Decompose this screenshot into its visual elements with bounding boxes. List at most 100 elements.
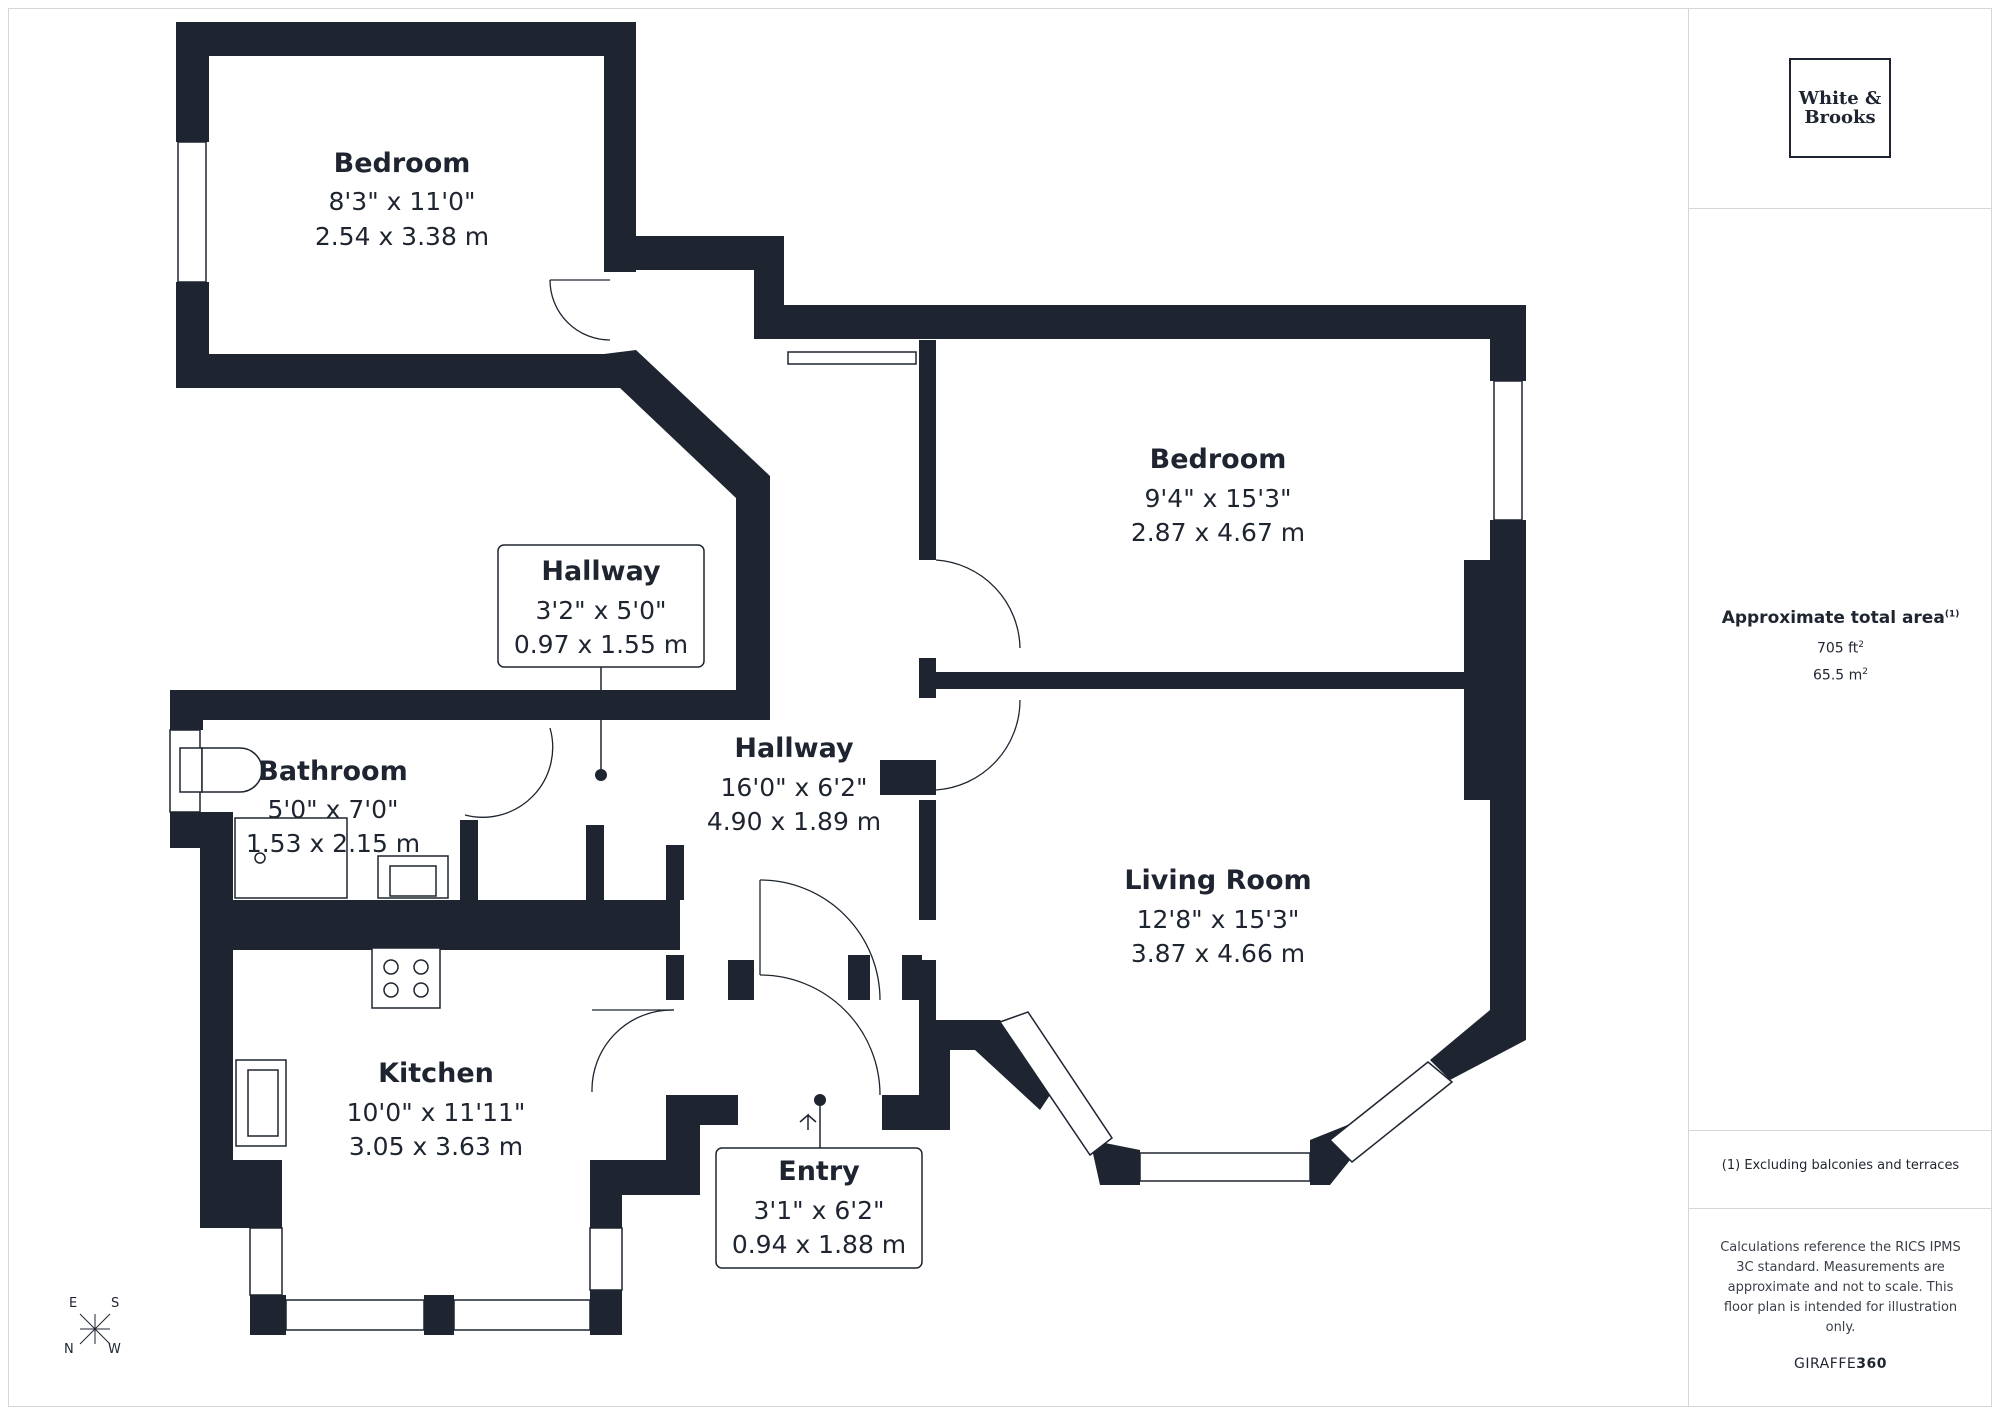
room-imperial: 12'8" x 15'3"	[1137, 905, 1300, 934]
wall	[754, 305, 1526, 339]
hob-icon	[371, 947, 441, 1009]
area-ft-sup: 2	[1858, 640, 1865, 650]
wall	[170, 690, 770, 720]
divider	[1689, 208, 1992, 209]
door-swing	[935, 699, 1021, 791]
room-name: Bathroom	[258, 756, 407, 787]
wall	[666, 955, 684, 1000]
doors	[464, 279, 1021, 1096]
brand-suffix: 360	[1856, 1356, 1887, 1372]
area-m-value: 65.5 m	[1813, 667, 1863, 684]
wall	[1090, 1140, 1140, 1185]
room-entry: Entry 3'1" x 6'2" 0.94 x 1.88 m	[732, 1156, 906, 1259]
room-imperial: 16'0" x 6'2"	[721, 773, 868, 802]
room-imperial: 10'0" x 11'11"	[347, 1098, 526, 1127]
kitchen-sink-bowl	[247, 1069, 279, 1137]
room-imperial: 5'0" x 7'0"	[267, 795, 398, 824]
wall	[882, 1020, 1060, 1130]
wall	[200, 812, 233, 1192]
room-metric: 0.94 x 1.88 m	[732, 1230, 906, 1259]
wall	[919, 800, 936, 920]
room-metric: 4.90 x 1.89 m	[707, 807, 881, 836]
wall	[666, 845, 684, 900]
room-name: Hallway	[734, 733, 854, 764]
room-hallway-main: Hallway 16'0" x 6'2" 4.90 x 1.89 m	[707, 733, 881, 836]
room-metric: 3.87 x 4.66 m	[1131, 939, 1305, 968]
floor-plan: Bedroom 8'3" x 11'0" 2.54 x 3.38 m Bedro…	[64, 22, 1526, 1357]
divider	[1689, 1130, 1992, 1131]
wall	[728, 960, 754, 1000]
callout-entry	[715, 1094, 923, 1269]
room-imperial: 3'2" x 5'0"	[535, 596, 666, 625]
room-name: Hallway	[541, 556, 661, 587]
area-title: Approximate total area(1)	[1689, 608, 1992, 628]
window	[1139, 1152, 1311, 1182]
callout-box	[715, 1147, 923, 1269]
info-sidebar: White & Brooks Approximate total area(1)…	[1688, 8, 1992, 1407]
wall	[1464, 560, 1500, 800]
bathroom-sink-bowl	[389, 865, 437, 897]
wall	[460, 820, 478, 910]
room-name: Bedroom	[334, 148, 471, 179]
toilet-cistern	[179, 747, 203, 793]
room-bathroom: Bathroom 5'0" x 7'0" 1.53 x 2.15 m	[246, 756, 420, 858]
area-m-sup: 2	[1862, 666, 1868, 677]
wall	[848, 955, 870, 1000]
room-name: Bedroom	[1150, 444, 1287, 475]
wall	[936, 672, 1464, 689]
window	[453, 1299, 591, 1331]
window	[177, 141, 207, 283]
wall	[604, 350, 770, 700]
fixtures	[179, 747, 449, 1147]
compass-w: W	[108, 1342, 121, 1357]
wall	[200, 900, 680, 950]
windows	[169, 141, 1523, 1331]
area-m: 65.5 m2	[1689, 667, 1992, 684]
room-metric: 3.05 x 3.63 m	[349, 1132, 523, 1161]
callout-dot	[595, 769, 607, 781]
compass-icon: E S N W	[64, 1296, 121, 1357]
room-metric: 2.87 x 4.67 m	[1131, 518, 1305, 547]
room-name: Kitchen	[378, 1058, 494, 1089]
compass-s: S	[111, 1296, 119, 1311]
disclaimer-text: Calculations reference the RICS IPMS 3C …	[1720, 1240, 1961, 1335]
window	[1493, 380, 1523, 521]
room-living-room: Living Room 12'8" x 15'3" 3.87 x 4.66 m	[1124, 865, 1311, 968]
wall	[176, 22, 636, 56]
room-name: Living Room	[1124, 865, 1311, 896]
divider	[1689, 1208, 1992, 1209]
room-imperial: 9'4" x 15'3"	[1145, 484, 1292, 513]
hob-ring	[413, 959, 429, 975]
room-imperial: 3'1" x 6'2"	[753, 1196, 884, 1225]
logo-line-1: White &	[1798, 88, 1882, 109]
area-title-text: Approximate total area	[1721, 608, 1945, 628]
wall	[176, 22, 209, 142]
wall	[919, 658, 936, 698]
compass-n: N	[64, 1342, 74, 1357]
wall	[919, 340, 936, 560]
wall	[902, 955, 922, 1000]
brand-logo: White & Brooks	[1789, 58, 1891, 158]
wall	[170, 690, 203, 730]
door-swing	[759, 974, 881, 1096]
giraffe360-logo: GIRAFFE360	[1689, 1356, 1992, 1372]
wall	[592, 1095, 738, 1195]
wall	[200, 1160, 282, 1228]
wall	[250, 1295, 286, 1335]
callout-dot	[814, 1094, 826, 1106]
window	[249, 1227, 283, 1296]
area-ft: 705 ft2	[1689, 640, 1992, 657]
shower-tray	[234, 817, 348, 899]
area-footnote-mark: (1)	[1944, 609, 1960, 620]
wall	[586, 825, 604, 905]
brand-prefix: GIRAFFE	[1794, 1356, 1857, 1372]
window	[589, 1227, 623, 1291]
room-kitchen: Kitchen 10'0" x 11'11" 3.05 x 3.63 m	[347, 1058, 526, 1161]
door-swing	[549, 279, 611, 341]
room-bedroom-1: Bedroom 8'3" x 11'0" 2.54 x 3.38 m	[315, 148, 489, 251]
window	[285, 1299, 425, 1331]
wall	[919, 960, 936, 1020]
wall	[424, 1295, 454, 1335]
hob-ring	[413, 982, 429, 998]
walls	[170, 22, 1526, 1335]
